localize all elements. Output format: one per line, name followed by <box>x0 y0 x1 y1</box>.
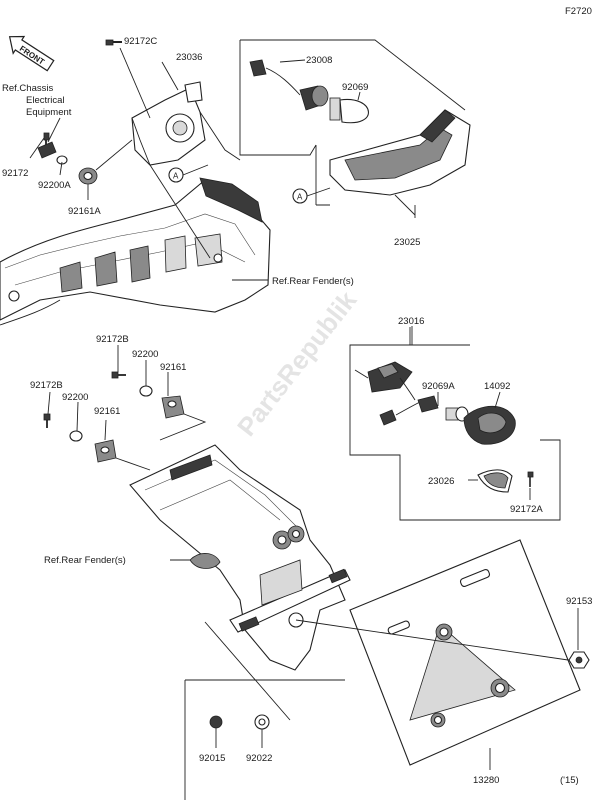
marker-a-right-label: A <box>297 193 303 202</box>
label-92172c: 92172C <box>124 36 157 47</box>
watermark: PartsRepublik <box>231 285 363 442</box>
label-23026: 23026 <box>428 476 454 487</box>
cover-23026 <box>477 469 513 493</box>
bracket-23036 <box>131 81 206 166</box>
grommet-92161-upper <box>161 395 185 419</box>
label-92172a: 92172A <box>510 504 543 515</box>
bolt-92172b-upper <box>111 371 126 379</box>
year-note: ('15) <box>560 775 579 786</box>
label-92172b-lower: 92172B <box>30 380 63 391</box>
label-92069a: 92069A <box>422 381 455 392</box>
rear-frame <box>0 177 271 326</box>
washer-92200-upper <box>139 385 153 397</box>
label-92200-lower: 92200 <box>62 392 88 403</box>
label-92022: 92022 <box>246 753 272 764</box>
label-23008: 23008 <box>306 55 332 66</box>
tail-lamp-23025 <box>329 109 471 216</box>
label-92172b-upper: 92172B <box>96 334 129 345</box>
nut-92015 <box>209 715 223 729</box>
nut-92153 <box>568 651 590 669</box>
label-92015: 92015 <box>199 753 225 764</box>
label-13280: 13280 <box>473 775 499 786</box>
ref-chassis-line2: Electrical <box>26 95 65 106</box>
label-92161a: 92161A <box>68 206 101 217</box>
label-14092: 14092 <box>484 381 510 392</box>
label-23025: 23025 <box>394 237 420 248</box>
connector-chassis <box>37 141 57 159</box>
license-plate-13280 <box>349 539 581 766</box>
label-92172: 92172 <box>2 168 28 179</box>
bulb-92069 <box>329 97 369 124</box>
grommet-92161-lower <box>94 439 117 463</box>
label-92200a: 92200A <box>38 180 71 191</box>
ref-chassis-line3: Equipment <box>26 107 72 118</box>
label-23036: 23036 <box>176 52 202 63</box>
tail-lamp-box <box>239 39 466 206</box>
label-23016: 23016 <box>398 316 424 327</box>
label-92161-upper: 92161 <box>160 362 186 373</box>
front-arrow-icon: FRONT <box>8 35 55 72</box>
label-92153: 92153 <box>566 596 592 607</box>
grommet-92161a <box>78 167 98 185</box>
washer-92200-lower <box>69 430 83 442</box>
license-lamp-socket <box>367 361 439 426</box>
ref-chassis-line1: Ref.Chassis <box>2 83 53 94</box>
bolt-92172b-lower <box>43 413 51 428</box>
rear-fender-bracket <box>129 444 351 671</box>
license-lamp-box <box>349 327 561 521</box>
screw-92172a <box>527 471 534 487</box>
label-92161-lower: 92161 <box>94 406 120 417</box>
lens-14092 <box>463 405 516 445</box>
ref-rear-fender-bottom: Ref.Rear Fender(s) <box>44 555 126 566</box>
marker-a-left-label: A <box>173 172 179 181</box>
ref-rear-fender-top: Ref.Rear Fender(s) <box>272 276 354 287</box>
bolt-92172c <box>105 39 122 46</box>
label-92069: 92069 <box>342 82 368 93</box>
label-92200-upper: 92200 <box>132 349 158 360</box>
socket-23008 <box>249 59 329 111</box>
diagram-code: F2720 <box>565 6 592 17</box>
